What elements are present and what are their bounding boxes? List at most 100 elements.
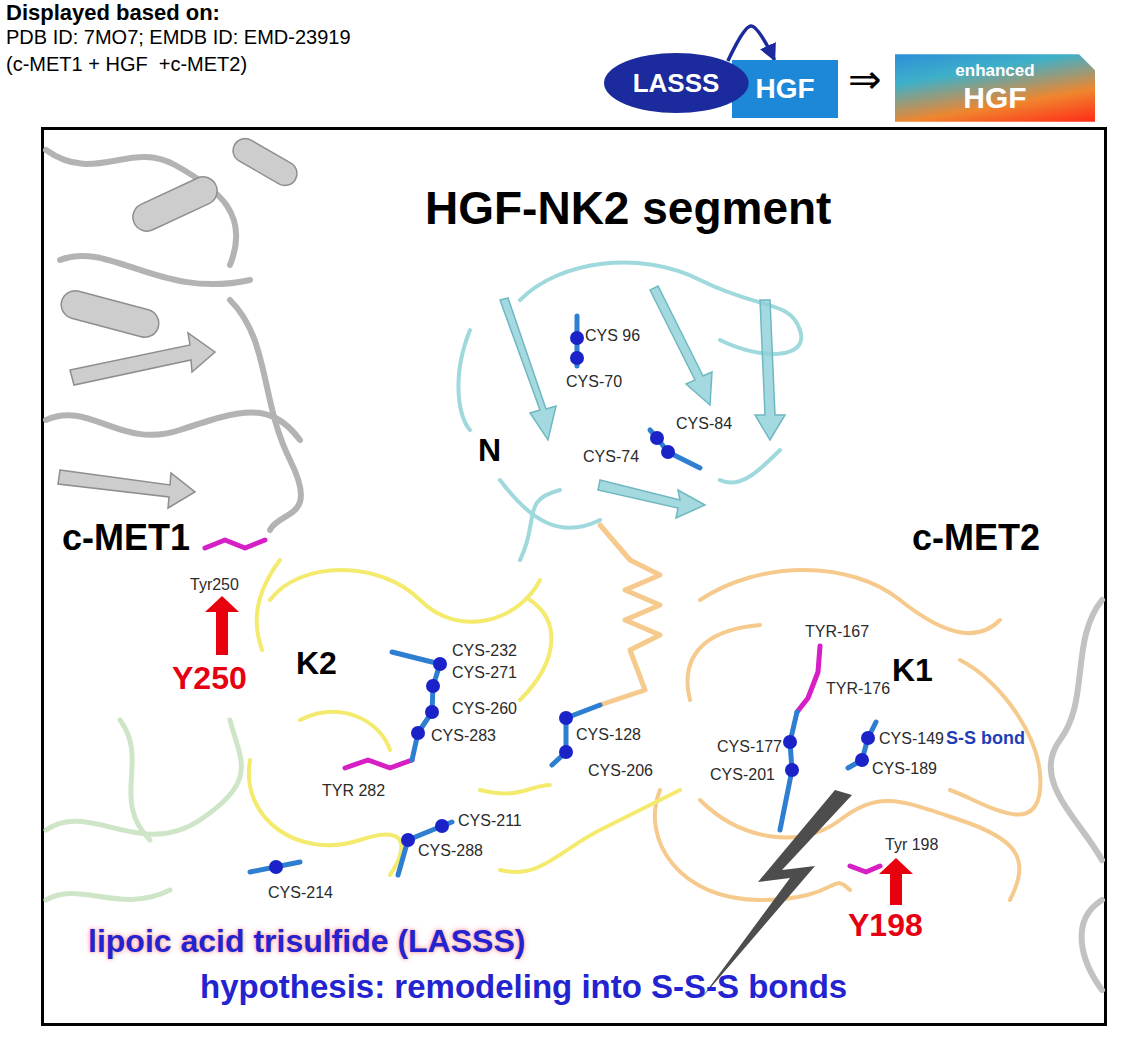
residue-label: CYS-214 (268, 884, 333, 902)
enhanced-protein-box: enhancedHGF (895, 54, 1095, 122)
cmet1-helix (128, 172, 221, 235)
sulfur-sphere (435, 819, 449, 833)
beta-strand (500, 298, 556, 440)
domain-label: N (478, 432, 501, 469)
cysteine-stick (650, 430, 700, 468)
compound-name: lipoic acid trisulfide (LASSS) (88, 923, 525, 960)
beta-strand (650, 286, 712, 405)
residue-label: CYS-232 (452, 642, 517, 660)
n-domain-coil (458, 330, 470, 430)
residue-label: CYS-128 (576, 726, 641, 744)
figure-frame (43, 129, 1106, 1025)
cysteine-sticks (250, 316, 876, 875)
sulfur-atoms (269, 331, 875, 874)
k2-coil (500, 790, 680, 872)
sulfur-sphere (425, 705, 439, 719)
residue-label: Tyr 198 (885, 836, 938, 854)
n-domain-strands (500, 286, 785, 518)
ellipse-shape (604, 53, 749, 113)
residue-label: CYS-211 (458, 812, 522, 830)
cmet1-elements (58, 134, 301, 508)
residue-label: CYS-70 (566, 373, 622, 391)
n-domain-coil (500, 480, 600, 528)
callout-label: Y198 (848, 907, 923, 944)
sulfur-sphere (426, 679, 440, 693)
residue-label: TYR-176 (826, 680, 890, 698)
k1-coil (688, 625, 760, 700)
source-note: (c-MET1 + HGF +c-MET2) (6, 53, 247, 76)
sulfur-sphere (570, 331, 584, 345)
sulfur-sphere (559, 711, 573, 725)
sulfur-sphere (661, 445, 675, 459)
residue-label: TYR-167 (805, 623, 869, 641)
tyrosine-stick (850, 866, 880, 872)
bond-note: S-S bond (946, 728, 1025, 749)
chain-coil (46, 720, 241, 834)
sulfur-sphere (855, 753, 869, 767)
n-domain-coil (520, 490, 560, 560)
residue-label: CYS-288 (418, 842, 483, 860)
red-pointers (205, 596, 913, 905)
beta-strand (755, 300, 785, 440)
residue-label: CYS 96 (585, 327, 640, 345)
agent-ellipse: LASSS (603, 52, 750, 114)
callout-label: Y250 (172, 660, 247, 697)
residue-label: CYS-260 (452, 700, 517, 718)
k2-coil (249, 760, 401, 875)
cmet2-coil (1051, 600, 1102, 860)
sulfur-sphere (783, 735, 797, 749)
k2-coil (480, 785, 550, 793)
pointer-shaft (890, 872, 902, 905)
residue-label: TYR 282 (322, 782, 385, 800)
cmet2-cartoon (1051, 600, 1102, 990)
k1-coil (655, 790, 850, 900)
residue-label: CYS-84 (676, 415, 732, 433)
cmet1-helix (229, 134, 302, 190)
n-domain-coil (720, 450, 780, 483)
k1-loops (600, 525, 1040, 900)
source-note: Displayed based on: (6, 0, 220, 25)
residue-label: CYS-74 (583, 448, 639, 466)
third-chain-cartoon (46, 720, 241, 900)
cysteine-stick (848, 722, 876, 768)
chain-label: c-MET2 (912, 517, 1040, 558)
sulfur-sphere (269, 860, 283, 874)
tyrosine-stick (205, 540, 265, 548)
k2-coil (257, 560, 280, 650)
domain-label: K2 (296, 645, 337, 682)
sulfur-sphere (411, 726, 425, 740)
k2-loops (249, 560, 680, 875)
sulfur-sphere (570, 351, 584, 365)
residue-label: Tyr250 (190, 576, 239, 594)
pointer-head (879, 858, 913, 874)
cmet1-strand (58, 470, 195, 508)
node-text: LASSS (633, 69, 720, 98)
residue-label: CYS-206 (588, 762, 653, 780)
sulfur-sphere (559, 745, 573, 759)
beta-strand (598, 480, 705, 518)
diagram-title: HGF-NK2 segment (425, 182, 831, 235)
k1-coil (700, 800, 1019, 900)
cmet1-cartoon (46, 150, 301, 530)
k2-coil (300, 712, 390, 750)
residue-label: CYS-149 (879, 730, 944, 748)
cmet1-strand (70, 333, 215, 385)
node-text: HGF (963, 81, 1026, 114)
tyrosine-stick (797, 646, 820, 712)
node-text: HGF (755, 74, 814, 105)
residue-label: CYS-177 (717, 738, 782, 756)
cmet1-coil (46, 413, 300, 441)
cmet1-coil (230, 300, 301, 530)
residue-label: CYS-283 (431, 727, 496, 745)
residue-label: CYS-271 (452, 664, 517, 682)
cmet1-coil (60, 256, 250, 284)
cmet1-helix (58, 288, 162, 341)
chain-coil (46, 890, 170, 900)
pointer-shaft (216, 610, 228, 655)
k2-coil (270, 570, 540, 622)
linker-helix (600, 525, 660, 705)
residue-label: CYS-201 (710, 766, 775, 784)
sulfur-sphere (861, 731, 875, 745)
